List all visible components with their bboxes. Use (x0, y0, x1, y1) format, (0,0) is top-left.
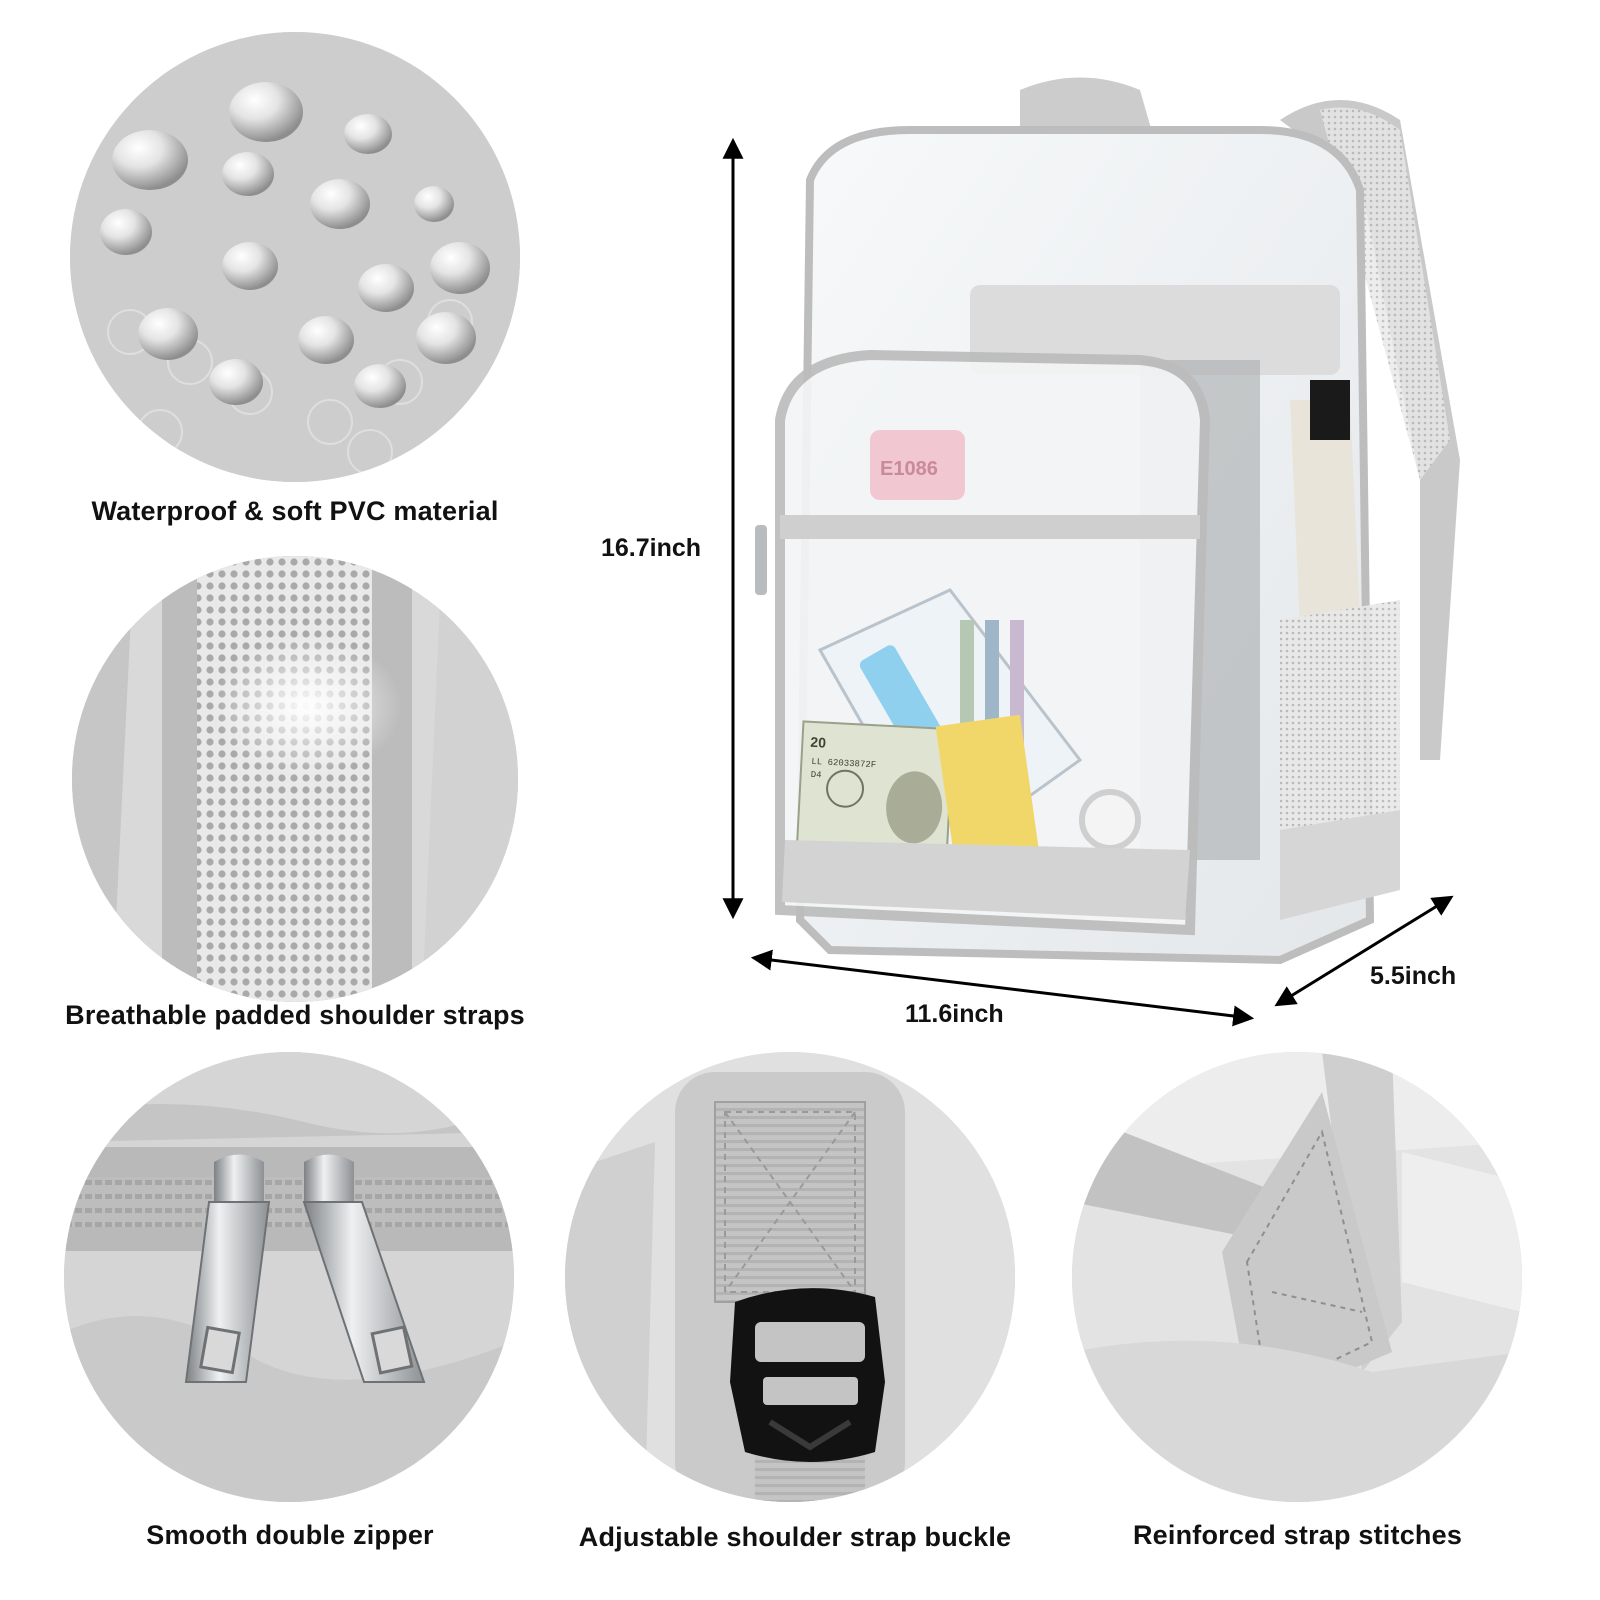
height-dimension-label: 16.7inch (601, 534, 702, 562)
clear-backpack-product-image: E1086 20 LL 62033872F D4 (722, 77, 1460, 1027)
strap-buckle-detail-image (565, 1052, 1015, 1502)
shoulder-strap-detail-image (72, 556, 518, 1002)
dollar-bill: 20 LL 62033872F D4 (795, 720, 955, 861)
bill-serial: LL 62033872F (811, 757, 876, 770)
mesh-strap-graphic (72, 556, 518, 1002)
pvc-material-detail-image (70, 32, 520, 482)
stitching-graphic (1072, 1052, 1522, 1502)
bill-code: D4 (810, 770, 821, 781)
zipper-pull-right (302, 1154, 426, 1383)
feature-caption-zipper: Smooth double zipper (146, 1520, 434, 1550)
zipper-pull-left (184, 1154, 271, 1383)
depth-arrow (1274, 895, 1454, 1007)
water-droplets-graphic (70, 32, 520, 482)
feature-caption-buckle: Adjustable shoulder strap buckle (578, 1522, 1012, 1552)
svg-text:E1086: E1086 (880, 458, 938, 480)
width-dimension-label: 11.6inch (905, 1000, 1004, 1028)
feature-caption-straps: Breathable padded shoulder straps (65, 1000, 525, 1030)
double-zipper-detail-image (64, 1052, 514, 1502)
feature-caption-stitches: Reinforced strap stitches (1132, 1520, 1463, 1550)
strap-stitches-detail-image (1072, 1052, 1522, 1502)
buckle-graphic (565, 1052, 1015, 1502)
svg-text:20: 20 (810, 734, 827, 751)
zipper-pulls-graphic (64, 1052, 514, 1502)
width-arrow (750, 949, 1255, 1027)
depth-dimension-label: 5.5inch (1370, 962, 1457, 990)
buckle-icon (730, 1288, 885, 1462)
feature-caption-pvc: Waterproof & soft PVC material (91, 496, 499, 526)
